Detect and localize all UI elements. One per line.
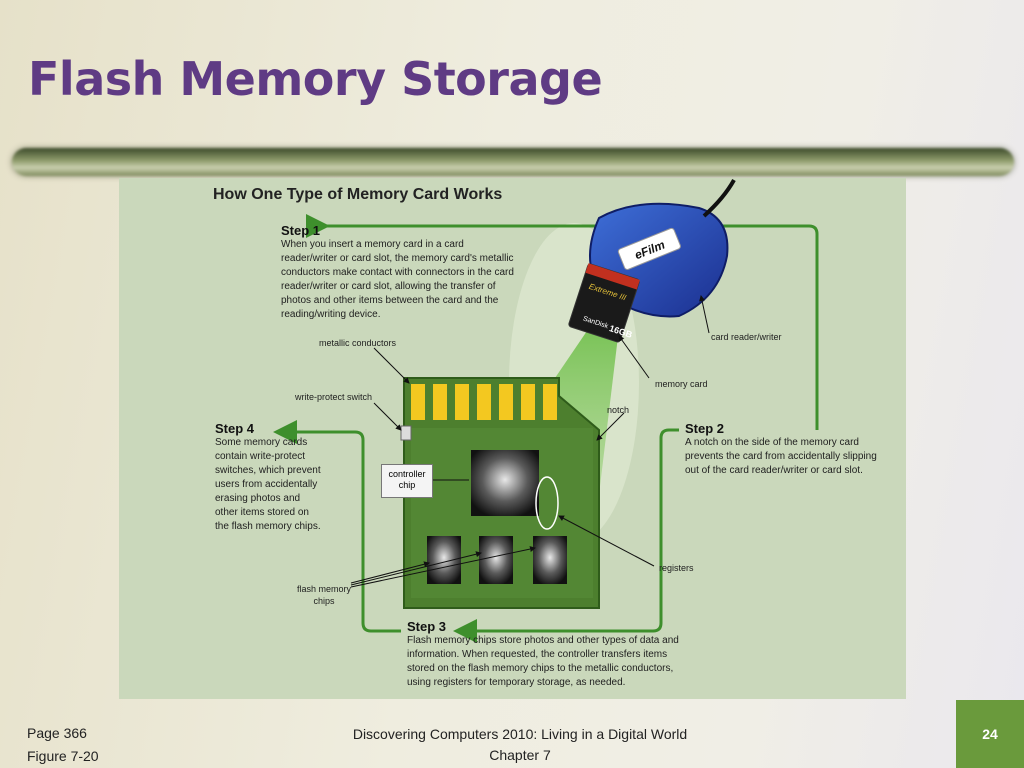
callout-flash-1: [350, 561, 430, 584]
footer-book-info: Discovering Computers 2010: Living in a …: [330, 724, 710, 766]
step3-text: Flash memory chips store photos and othe…: [407, 635, 679, 688]
callout-write-protect: [373, 402, 402, 431]
step2-block: Step 2 A notch on the side of the memory…: [685, 422, 885, 478]
label-flash-memory-chips: flash memory chips: [297, 584, 352, 606]
callout-registers: [558, 515, 655, 567]
label-memory-card: memory card: [655, 379, 708, 389]
label-notch: notch: [607, 405, 630, 415]
arrow-step2-to-step3: [453, 428, 679, 643]
footer-chapter: Chapter 7: [489, 747, 551, 763]
arrow-step1-to-step2: [324, 224, 819, 430]
memory-card-figure: eFilm Extreme III SanDisk 16GB: [119, 178, 906, 699]
step3-heading: Step 3: [407, 619, 447, 634]
flash-chip-3: [533, 536, 567, 584]
label-controller-chip: controller chip: [381, 464, 433, 498]
footer-references: Page 366 Figure 7-20: [27, 722, 99, 768]
callout-memory-card: [618, 335, 650, 379]
step1-block: Step 1 When you insert a memory card in …: [281, 224, 521, 322]
callout-notch: [596, 412, 625, 441]
callout-flash-2: [350, 551, 482, 586]
arrow-step3-to-step4: [273, 420, 401, 633]
step2-text: A notch on the side of the memory card p…: [685, 437, 877, 476]
footer-book-title: Discovering Computers 2010: Living in a …: [352, 726, 688, 742]
callout-flash-3: [350, 546, 536, 588]
registers-outline: [535, 476, 559, 530]
controller-chip: [471, 450, 539, 516]
label-metallic-conductors: metallic conductors: [319, 338, 397, 348]
title-divider-bar: [12, 148, 1014, 176]
label-card-reader-writer: card reader/writer: [711, 332, 782, 342]
step4-block: Step 4 Some memory cards contain write-p…: [215, 422, 323, 534]
step4-text: Some memory cards contain write-protect …: [215, 437, 321, 532]
reader-cable: [702, 179, 736, 218]
step1-text: When you insert a memory card in a card …: [281, 239, 514, 320]
figure-title: How One Type of Memory Card Works: [213, 186, 503, 203]
label-registers: registers: [659, 563, 694, 573]
label-write-protect-switch: write-protect switch: [295, 392, 373, 402]
step2-heading: Step 2: [685, 421, 725, 436]
figure-graphics: eFilm Extreme III SanDisk 16GB: [273, 179, 819, 643]
step3-block: Step 3 Flash memory chips store photos a…: [407, 620, 679, 690]
footer-figure-ref: Figure 7-20: [27, 748, 99, 764]
flash-chip-2: [479, 536, 513, 584]
sd-card-stripe: [585, 263, 640, 290]
page-number-badge: 24: [956, 700, 1024, 768]
callout-metallic-conductors: [373, 347, 410, 384]
step1-heading: Step 1: [281, 223, 321, 238]
callout-card-reader: [699, 295, 710, 334]
slide-title: Flash Memory Storage: [28, 52, 603, 106]
step4-heading: Step 4: [215, 421, 255, 436]
write-protect-switch: [400, 425, 412, 441]
flash-chip-1: [427, 536, 461, 584]
footer-page-ref: Page 366: [27, 725, 87, 741]
metallic-conductors: [411, 384, 557, 420]
reader-label: [617, 227, 681, 270]
